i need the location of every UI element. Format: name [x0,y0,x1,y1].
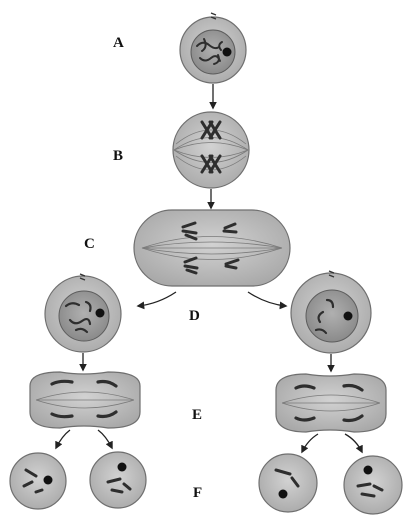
cell-f1 [10,453,66,509]
cell-c-anaphase [134,210,290,286]
cell-b-metaphase [173,112,249,188]
arrow-el-to-f1 [56,430,70,448]
cell-d-right [291,271,371,353]
cell-e-left [30,372,140,428]
cell-f2 [90,452,146,508]
label-e: E [192,407,202,424]
cell-f3 [259,454,317,512]
label-f: F [193,485,202,502]
arrow-er-to-f4 [345,434,362,452]
label-b: B [113,148,123,165]
arrow-c-to-left [138,292,176,306]
label-a: A [113,35,124,52]
arrow-el-to-f2 [98,430,112,448]
arrow-er-to-f3 [302,434,318,452]
label-d: D [189,308,200,325]
cell-f4 [344,456,402,514]
cell-a-interphase [180,13,246,83]
nucleolus-a [223,48,232,57]
arrow-c-to-right [248,292,286,306]
cell-d-left [45,274,121,352]
cell-e-right [276,374,386,432]
label-c: C [84,236,95,253]
